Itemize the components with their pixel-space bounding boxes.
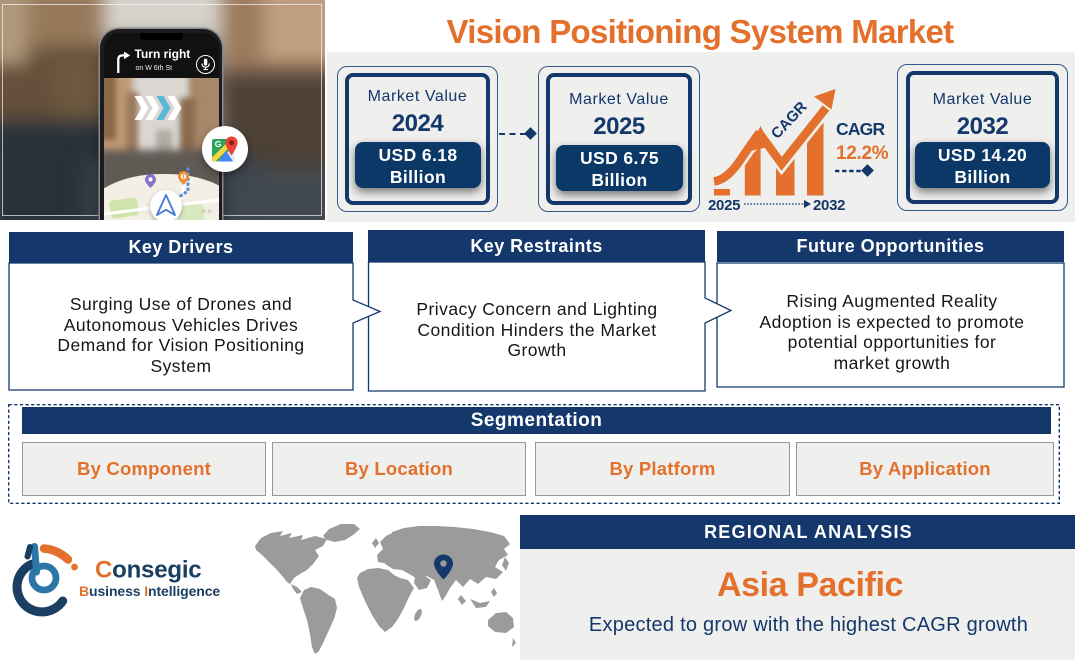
svg-text:Consegic: Consegic bbox=[95, 557, 201, 584]
svg-text:Business Intelligence: Business Intelligence bbox=[79, 583, 220, 599]
svg-text:G: G bbox=[215, 139, 222, 149]
